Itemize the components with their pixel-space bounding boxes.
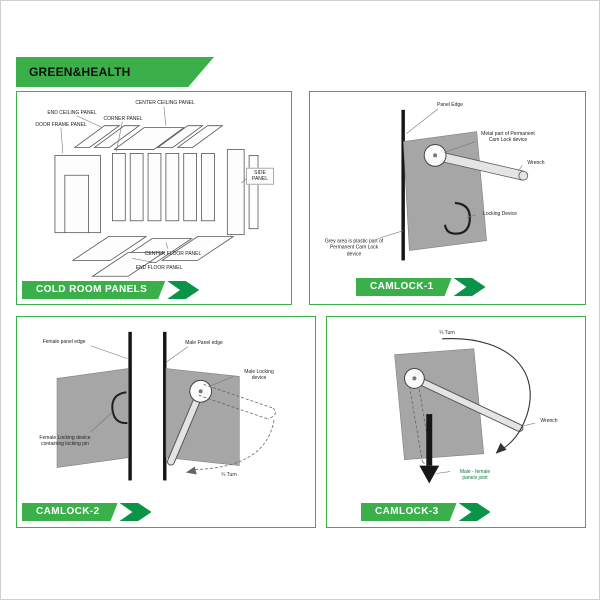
- panel-title-banner: CAMLOCK-3: [361, 503, 491, 521]
- panel-title-banner: CAMLOCK-1: [356, 278, 486, 296]
- arc-arrowhead: [495, 442, 507, 454]
- label-corner-panel: CORNER PANEL: [103, 115, 143, 122]
- arc-arrowhead: [185, 466, 197, 475]
- label-wrench: Wrench: [540, 417, 558, 424]
- panel-title-banner: COLD ROOM PANELS: [22, 281, 200, 299]
- panel-shapes: [54, 125, 259, 277]
- cam-pin: [412, 376, 417, 381]
- panel-title: CAMLOCK-3: [361, 503, 457, 521]
- panel-title-banner: CAMLOCK-2: [22, 503, 152, 521]
- panel-title: CAMLOCK-1: [356, 278, 452, 296]
- male-panel-edge-line: [163, 331, 167, 481]
- banner-arrow-icon: [453, 278, 486, 296]
- female-hook: [111, 391, 128, 424]
- label-female-locking-device: Female Locking device containing locking…: [39, 434, 91, 447]
- banner-arrow-icon: [167, 281, 200, 299]
- plastic-body: [403, 131, 487, 251]
- label-male-panel-edge: Male Panel edge: [185, 339, 223, 346]
- label-metal-part: Metal part of Permanent Cam Lock device: [481, 130, 535, 143]
- camlock3-diagram: [394, 338, 536, 484]
- panel-title: CAMLOCK-2: [22, 503, 118, 521]
- brand-logo-text: GREEN&HEALTH: [29, 65, 131, 79]
- label-wrench: Wrench: [527, 159, 545, 166]
- label-locking-device: Locking Device: [483, 210, 517, 217]
- label-door-frame-panel: DOOR FRAME PANEL: [35, 121, 87, 128]
- quarter-turn-arc: [194, 419, 275, 470]
- brand-banner: GREEN&HEALTH: [16, 57, 214, 87]
- female-panel-edge-line: [128, 331, 132, 481]
- male-body: [165, 368, 240, 466]
- leader-lines: [377, 108, 523, 239]
- cam-pin: [433, 153, 438, 158]
- label-male-locking-device: Male Locking device: [244, 368, 274, 381]
- label-panel-edge: Panel Edge: [437, 101, 463, 108]
- leader-lines: [60, 106, 248, 263]
- label-quarter-turn: ¼ Turn: [439, 329, 455, 336]
- cold-room-isometric-diagram: [54, 106, 259, 277]
- panel-cold-room-panels: END CEILING PANEL CENTER CEILING PANEL C…: [16, 91, 292, 305]
- banner-arrow-icon: [119, 503, 152, 521]
- label-end-ceiling-panel: END CEILING PANEL: [47, 109, 97, 116]
- banner-arrow-icon: [458, 503, 491, 521]
- wrench-dashed: [198, 383, 276, 420]
- wrench-solid: [166, 387, 205, 466]
- joint-direction-arrow: [419, 414, 440, 484]
- panel-camlock-2: Female panel edge Male Panel edge Male L…: [16, 316, 316, 528]
- camlock2-diagram: [56, 331, 276, 481]
- female-body: [56, 368, 129, 468]
- label-end-floor-panel: END FLOOR PANEL: [135, 264, 183, 271]
- label-panels-joint: Male - female panels joint: [459, 468, 491, 481]
- panel-camlock-3: ¼ Turn Wrench Male - female panels joint…: [326, 316, 586, 528]
- label-side-panel: SIDE PANEL: [246, 167, 274, 185]
- panel-camlock-1: Panel Edge Metal part of Permanent Cam L…: [309, 91, 586, 305]
- quarter-turn-arrow: [442, 338, 531, 453]
- camlock1-diagram: [377, 108, 529, 261]
- leader-lines: [90, 345, 234, 433]
- label-grey-area: Grey area is plastic part of Permanent C…: [324, 238, 384, 258]
- label-female-panel-edge: Female panel edge: [42, 338, 86, 345]
- wrench-solid: [410, 374, 524, 432]
- panel-edge-line: [401, 109, 405, 261]
- label-center-ceiling-panel: CENTER CEILING PANEL: [135, 99, 195, 106]
- locking-hook: [443, 201, 471, 235]
- cam-pin: [198, 389, 203, 394]
- panel-title: COLD ROOM PANELS: [22, 281, 165, 299]
- label-quarter-turn: ¼ Turn: [221, 471, 237, 478]
- label-center-floor-panel: CENTER FLOOR PANEL: [144, 250, 202, 257]
- leader-lines: [436, 422, 536, 474]
